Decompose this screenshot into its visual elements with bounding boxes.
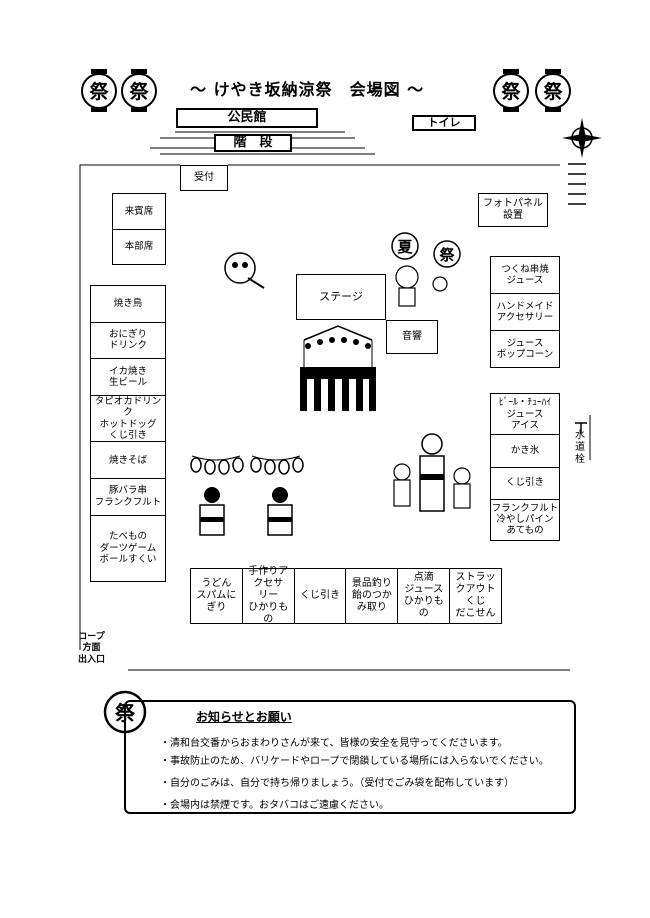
svg-text:祭: 祭 — [500, 80, 521, 103]
notice-box — [124, 700, 576, 814]
community-hall-label: 公民館 — [176, 108, 318, 128]
notice-item: ・自分のごみは、自分で持ち帰りましょう。（受付でごみ袋を配布しています） — [160, 778, 515, 789]
stall-item: フランクフルト 冷やしパイン あてもの — [491, 498, 559, 540]
stall-item: ジュース ポップコーン — [491, 330, 559, 367]
svg-text:祭: 祭 — [438, 246, 455, 264]
toilet-label: トイレ — [412, 115, 476, 131]
compass-icon — [562, 118, 602, 162]
stall-item: うどん スパムに ぎり — [196, 578, 237, 613]
dash-lines — [568, 162, 588, 211]
lantern-icon: 祭 — [80, 68, 118, 114]
stall-item: 手作りア クセサ リー ひかりも の — [241, 566, 294, 625]
stall-item: 豚バラ串 フランクフルト — [91, 478, 165, 515]
tent-item: 本部席 — [113, 228, 165, 265]
svg-text:祭: 祭 — [88, 80, 109, 103]
tent-item: 来賓席 — [124, 205, 154, 217]
stall-item: かき氷 — [491, 434, 559, 466]
notice-item: ・会場内は禁煙です。おタバコはご遠慮ください。 — [160, 800, 389, 811]
stage: ステージ — [296, 274, 386, 320]
svg-text:祭: 祭 — [128, 80, 149, 103]
venue-boundary — [79, 164, 591, 671]
page-title: ～ けやき坂納涼祭 会場図 ～ — [190, 80, 425, 99]
left-stalls: 焼き鳥 おにぎり ドリンク イカ焼き 生ビール タピオカドリンク ホットドッグ … — [90, 285, 166, 582]
yagura-tower-icon — [296, 322, 380, 416]
guest-hq-tent: 来賓席 本部席 — [112, 193, 166, 265]
stall-item: たべもの ダーツゲーム ボールすくい — [91, 514, 165, 581]
stall-item: 焼きそば — [91, 441, 165, 478]
stall-item: ストラッ クアウト くじ だこせん — [449, 569, 501, 623]
fan-icon — [218, 248, 268, 294]
coop-entrance-label: コープ 方面 出入口 — [78, 632, 106, 665]
stall-item: 点滴 ジュース ひかりも の — [397, 569, 449, 623]
hydrant-label: 水 道 栓 — [575, 430, 585, 465]
lantern-icon: 祭 — [492, 68, 530, 114]
stall-item: タピオカドリンク ホットドッグ くじ引き — [91, 394, 165, 442]
lantern-icon: 祭 — [120, 68, 158, 114]
stall-item: くじ引き — [491, 466, 559, 499]
children-yukata-icon — [192, 485, 302, 549]
bottom-stalls: うどん スパムに ぎり 手作りア クセサ リー ひかりも の くじ引き 景品釣り… — [190, 566, 502, 625]
reception-booth: 受付 — [180, 165, 228, 191]
notice-item: ・事故防止のため、バリケードやロープで閉鎖している場所には入らないでください。 — [160, 756, 549, 767]
stairs-label: 階 段 — [214, 134, 292, 152]
right-upper-stalls: つくね串焼 ジュース ハンドメイド アクセサリー ジュース ポップコーン — [490, 256, 560, 368]
stall-item: くじ引き — [293, 569, 346, 623]
sound-booth: 音響 — [386, 320, 438, 354]
photo-panel: フォトパネル 設置 — [478, 193, 548, 227]
notice-title: お知らせとお願い — [196, 710, 292, 724]
notice-item: ・清和台交番からおまわりさんが来て、皆様の安全を見守ってくださいます。 — [160, 738, 508, 749]
right-lower-stalls: ﾋﾞｰﾙ・ﾁｭｰﾊｲ ジュース アイス かき氷 くじ引き フランクフルト 冷やし… — [490, 393, 560, 541]
svg-text:祭: 祭 — [542, 80, 563, 103]
family-yukata-icon — [388, 432, 478, 524]
svg-text:夏: 夏 — [396, 238, 413, 256]
stall-item: おにぎり ドリンク — [91, 321, 165, 359]
bear-with-fans-icon: 夏 祭 — [385, 232, 475, 316]
hanging-lanterns-icon — [190, 452, 310, 482]
stall-item: 景品釣り 飴のつか み取り — [345, 569, 397, 623]
stall-item: つくね串焼 ジュース — [501, 263, 549, 286]
stall-item: イカ焼き 生ビール — [91, 358, 165, 395]
stall-item: 焼き鳥 — [113, 298, 143, 310]
hydrant-marker-icon — [574, 418, 588, 437]
stall-item: ハンドメイド アクセサリー — [491, 293, 559, 330]
lantern-icon: 祭 — [534, 68, 572, 114]
stall-item: ﾋﾞｰﾙ・ﾁｭｰﾊｲ ジュース アイス — [498, 397, 552, 431]
